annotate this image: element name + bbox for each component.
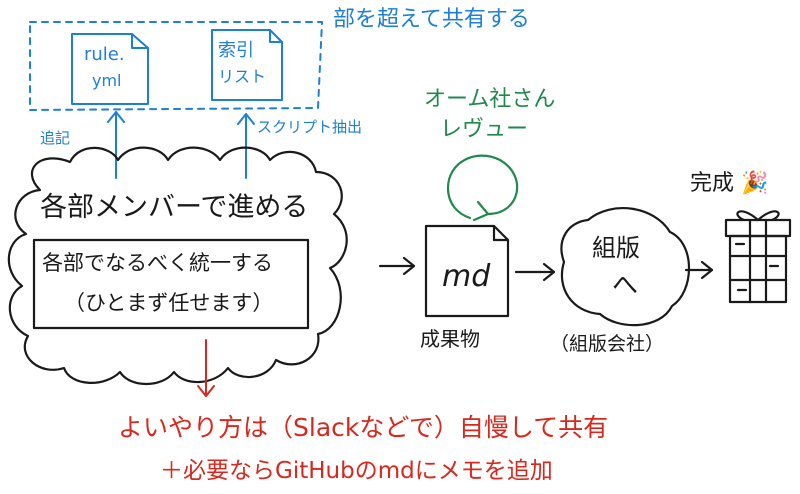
arrow-to-note: [197, 339, 215, 397]
cloud-title: 各部メンバーで進める: [40, 192, 308, 223]
unify-box-line1: 各部でなるべく統一する: [42, 251, 273, 275]
typesetting-blob: 組版 へ （組版会社）: [550, 207, 690, 355]
note-line1: よいやり方は（Slackなどで）自慢して共有: [118, 413, 608, 442]
arrow-to-rule-yml: [107, 111, 125, 179]
shared-title: 部を超えて共有する: [333, 7, 530, 32]
review-loop-arrow: [446, 154, 519, 220]
typesetting-line2: へ: [612, 271, 638, 301]
doc-index-line2: リスト: [218, 67, 266, 86]
review-group: オーム社さん レヴュー: [424, 87, 555, 222]
done-group: 完成 🎉: [690, 170, 792, 304]
index-list-document-icon: 索引 リスト: [211, 29, 283, 101]
doc-rule-line1: rule.: [84, 44, 125, 65]
label-append: 追記: [40, 129, 70, 147]
arrow-to-index-list: [237, 113, 255, 179]
unify-box-line2: （ひとまず任せます）: [64, 291, 273, 315]
doc-index-line1: 索引: [218, 40, 254, 61]
arrow-to-typesetting: [514, 262, 556, 282]
review-line2: レヴュー: [440, 117, 528, 142]
done-label: 完成 🎉: [690, 170, 768, 196]
deliverable-caption: 成果物: [420, 327, 480, 351]
gift-box-icon: [724, 210, 792, 304]
arrow-to-done: [684, 260, 714, 280]
tips-note: よいやり方は（Slackなどで）自慢して共有 ＋必要ならGitHubのmdにメモ…: [118, 413, 608, 484]
md-document-icon: md 成果物: [420, 224, 510, 351]
shared-region: 部を超えて共有する: [29, 7, 530, 111]
note-line2: ＋必要ならGitHubのmdにメモを追加: [160, 458, 553, 484]
arrow-to-deliverable: [378, 256, 416, 276]
unify-box: [32, 238, 310, 330]
team-cloud-shape: 各部メンバーで進める 各部でなるべく統一する （ひとまず任せます）: [7, 146, 348, 385]
typesetting-line1: 組版: [592, 234, 640, 262]
doc-rule-line2: yml: [92, 71, 122, 90]
rule-yml-document-icon: rule. yml: [71, 33, 149, 105]
md-doc-label: md: [442, 259, 491, 294]
typesetting-caption: （組版会社）: [550, 333, 664, 355]
review-line1: オーム社さん: [424, 87, 555, 112]
label-script-extract: スクリプト抽出: [257, 118, 362, 136]
